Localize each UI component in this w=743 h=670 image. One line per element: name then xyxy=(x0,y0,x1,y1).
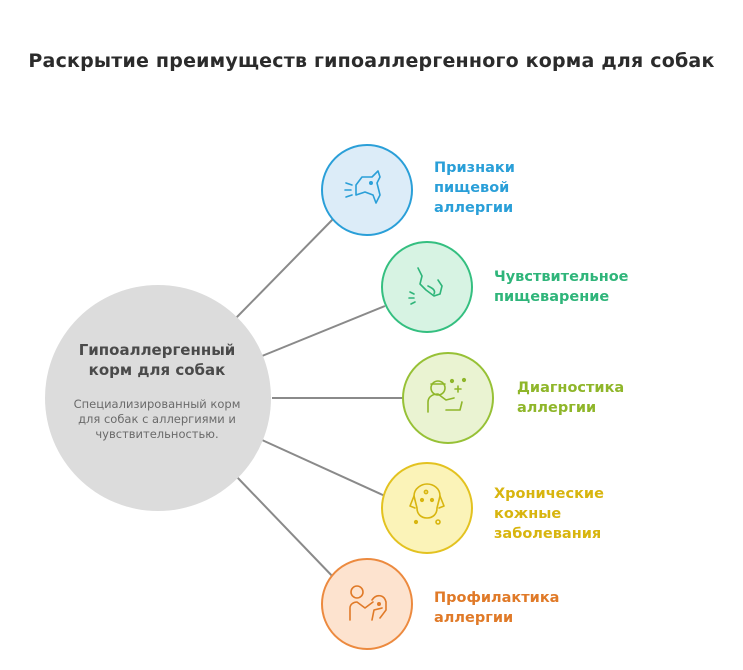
branch-circle-allergy-diagnosis xyxy=(402,352,494,444)
branch-label-allergy-prevention: Профилактика аллергии xyxy=(434,590,560,626)
center-description: Специализированный корм для собак с алле… xyxy=(73,397,241,441)
vet-diagnosis-icon xyxy=(427,377,467,413)
connector-1 xyxy=(235,215,337,319)
branch-circle-sensitive-digestion xyxy=(381,241,473,333)
diagram-title: Раскрытие преимуществ гипоаллергенного к… xyxy=(28,50,715,72)
center-node xyxy=(45,285,271,511)
dog-sniffing-icon xyxy=(344,170,381,204)
branch-circle-food-allergy-signs xyxy=(321,144,413,236)
branch-label-allergy-diagnosis: Диагностика аллергии xyxy=(517,380,625,416)
person-with-dog-icon xyxy=(349,585,387,621)
branch-label-sensitive-digestion: Чувствительное пищеварение xyxy=(494,269,629,305)
dog-stomach-icon xyxy=(408,267,443,305)
branch-circle-chronic-skin xyxy=(381,462,473,554)
branch-label-food-allergy-signs: Признаки пищевой аллергии xyxy=(434,160,515,216)
connector-5 xyxy=(235,475,337,581)
branch-label-chronic-skin: Хронические кожные заболевания xyxy=(494,486,604,542)
dog-skin-icon xyxy=(409,483,445,525)
branch-circle-allergy-prevention xyxy=(321,558,413,650)
connector-4 xyxy=(261,439,386,497)
connector-2 xyxy=(261,305,386,357)
connectors xyxy=(235,215,407,581)
center-title: Гипоаллергенный корм для собак xyxy=(78,341,236,379)
